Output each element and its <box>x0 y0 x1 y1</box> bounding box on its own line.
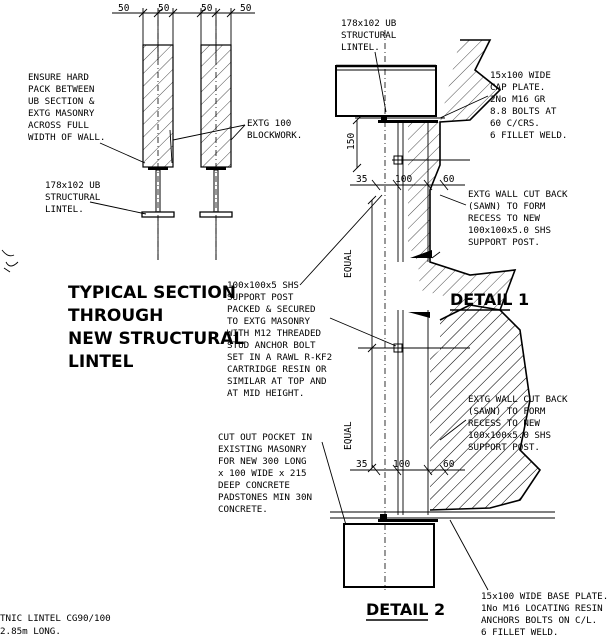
dim-150: 150 <box>346 115 362 173</box>
svg-text:DEEP CONCRETE: DEEP CONCRETE <box>218 480 290 491</box>
svg-text:100x100x5.0 SHS: 100x100x5.0 SHS <box>468 430 551 441</box>
svg-text:(SAWN) TO FORM: (SAWN) TO FORM <box>468 201 546 212</box>
svg-text:EXTG 100: EXTG 100 <box>247 118 291 129</box>
dim-50-a: 50 <box>118 3 130 14</box>
note-pocket: CUT OUT POCKET IN EXISTING MASONRY FOR N… <box>218 432 347 526</box>
svg-text:2.85m LONG.: 2.85m LONG. <box>0 626 61 637</box>
svg-text:STRUCTURAL: STRUCTURAL <box>341 30 397 41</box>
svg-text:TO EXTG MASONRY: TO EXTG MASONRY <box>227 316 310 327</box>
svg-text:SIMILAR AT TOP AND: SIMILAR AT TOP AND <box>227 376 327 387</box>
svg-text:THROUGH: THROUGH <box>68 306 163 326</box>
svg-text:100: 100 <box>395 174 412 185</box>
svg-text:1No M16 LOCATING RESIN: 1No M16 LOCATING RESIN <box>481 603 603 614</box>
svg-text:35: 35 <box>356 459 367 470</box>
note-base-plate: 15x100 WIDE BASE PLATE. 1No M16 LOCATING… <box>449 519 608 638</box>
svg-text:CARTRIDGE RESIN OR: CARTRIDGE RESIN OR <box>227 364 327 375</box>
svg-text:SUPPORT POST.: SUPPORT POST. <box>468 442 540 453</box>
svg-text:100: 100 <box>393 459 410 470</box>
base-plate <box>378 519 438 522</box>
svg-text:RECESS TO NEW: RECESS TO NEW <box>468 418 540 429</box>
svg-text:SET IN A RAWL R-KF2: SET IN A RAWL R-KF2 <box>227 352 332 363</box>
note-d2-wall: EXTG WALL CUT BACK (SAWN) TO FORM RECESS… <box>439 394 568 453</box>
svg-text:100x100x5 SHS: 100x100x5 SHS <box>227 280 299 291</box>
note-post: 100x100x5 SHS SUPPORT POST PACKED & SECU… <box>227 194 397 399</box>
note-d1-ub: 178x102 UB STRUCTURAL LINTEL. <box>341 18 397 113</box>
note-cap-plate: 15x100 WIDE CAP PLATE. 2No M16 GR 8.8 BO… <box>439 70 567 141</box>
svg-text:178x102 UB: 178x102 UB <box>341 18 397 29</box>
note-hard-pack: ENSURE HARD PACK BETWEEN UB SECTION & EX… <box>28 72 173 164</box>
ub-lintel-d1 <box>335 65 437 117</box>
svg-text:ENSURE HARD: ENSURE HARD <box>28 72 89 83</box>
svg-text:60 C/CRS.: 60 C/CRS. <box>490 118 540 129</box>
svg-text:6 FILLET WELD.: 6 FILLET WELD. <box>490 130 567 141</box>
equal-label-top: EQUAL <box>343 249 354 278</box>
svg-text:100x100x5.0 SHS: 100x100x5.0 SHS <box>468 225 551 236</box>
padstone <box>343 523 435 588</box>
cap-plate <box>378 120 438 123</box>
svg-text:EXTG WALL CUT BACK: EXTG WALL CUT BACK <box>468 189 568 200</box>
svg-text:FOR NEW 300 LONG: FOR NEW 300 LONG <box>218 456 307 467</box>
svg-text:TYPICAL SECTION: TYPICAL SECTION <box>68 283 236 303</box>
svg-text:EXISTING MASONRY: EXISTING MASONRY <box>218 444 307 455</box>
section-wall-right <box>199 20 233 260</box>
svg-text:35: 35 <box>356 174 367 185</box>
svg-text:PACK BETWEEN: PACK BETWEEN <box>28 84 94 95</box>
bottom-left-note: TNIC LINTEL CG90/100 2.85m LONG. <box>0 613 111 637</box>
svg-text:ANCHORS BOLTS ON C/L.: ANCHORS BOLTS ON C/L. <box>481 615 597 626</box>
note-d1-wall: EXTG WALL CUT BACK (SAWN) TO FORM RECESS… <box>439 189 568 248</box>
svg-text:6 FILLET WELD.: 6 FILLET WELD. <box>481 627 558 638</box>
d1-dims-row: 35 100 60 <box>350 174 465 191</box>
svg-text:TNIC LINTEL CG90/100: TNIC LINTEL CG90/100 <box>0 613 111 624</box>
detail-2-label: DETAIL 2 <box>366 600 445 619</box>
svg-text:AT MID HEIGHT.: AT MID HEIGHT. <box>227 388 304 399</box>
svg-text:SUPPORT POST: SUPPORT POST <box>227 292 294 303</box>
svg-text:CUT OUT POCKET IN: CUT OUT POCKET IN <box>218 432 312 443</box>
svg-text:WITH M12 THREADED: WITH M12 THREADED <box>227 328 321 339</box>
svg-text:SUPPORT POST.: SUPPORT POST. <box>468 237 540 248</box>
svg-text:15x100 WIDE: 15x100 WIDE <box>490 70 551 81</box>
typical-section: 50 50 50 50 ENSURE HARD <box>1 3 302 372</box>
note-blockwork: EXTG 100 BLOCKWORK. <box>172 118 302 141</box>
svg-text:60: 60 <box>443 174 455 185</box>
detail-1-label: DETAIL 1 <box>450 290 529 309</box>
svg-text:LINTEL.: LINTEL. <box>341 42 380 53</box>
svg-text:PACKED & SECURED: PACKED & SECURED <box>227 304 316 315</box>
section-title: TYPICAL SECTION THROUGH NEW STRUCTURAL L… <box>68 283 244 372</box>
svg-text:EXTG MASONRY: EXTG MASONRY <box>28 108 95 119</box>
svg-text:STRUCTURAL: STRUCTURAL <box>45 192 101 203</box>
section-wall-left <box>141 20 175 260</box>
d2-dims-row: 35 100 60 <box>350 459 465 476</box>
equal-label-bottom: EQUAL <box>343 421 354 450</box>
dim-50-c: 50 <box>201 3 213 14</box>
svg-text:150: 150 <box>346 133 357 150</box>
section-top-dimensions: 50 50 50 50 <box>112 3 255 60</box>
svg-text:15x100 WIDE BASE PLATE.: 15x100 WIDE BASE PLATE. <box>481 591 608 602</box>
svg-text:EXTG WALL CUT BACK: EXTG WALL CUT BACK <box>468 394 568 405</box>
svg-text:LINTEL.: LINTEL. <box>45 204 84 215</box>
svg-text:PADSTONES MIN 30N: PADSTONES MIN 30N <box>218 492 312 503</box>
svg-text:STUD ANCHOR BOLT: STUD ANCHOR BOLT <box>227 340 316 351</box>
svg-text:CONCRETE.: CONCRETE. <box>218 504 268 515</box>
svg-text:CAP PLATE.: CAP PLATE. <box>490 82 545 93</box>
svg-text:LINTEL: LINTEL <box>68 352 134 372</box>
svg-text:UB SECTION &: UB SECTION & <box>28 96 95 107</box>
svg-text:(SAWN) TO FORM: (SAWN) TO FORM <box>468 406 546 417</box>
svg-text:8.8 BOLTS AT: 8.8 BOLTS AT <box>490 106 557 117</box>
svg-text:BLOCKWORK.: BLOCKWORK. <box>247 130 302 141</box>
svg-text:2No M16 GR: 2No M16 GR <box>490 94 546 105</box>
svg-text:ACROSS FULL: ACROSS FULL <box>28 120 89 131</box>
svg-text:178x102 UB: 178x102 UB <box>45 180 101 191</box>
svg-text:NEW STRUCTURAL: NEW STRUCTURAL <box>68 329 244 349</box>
note-section-ub: 178x102 UB STRUCTURAL LINTEL. <box>45 180 147 215</box>
svg-text:RECESS TO NEW: RECESS TO NEW <box>468 213 540 224</box>
dim-50-d: 50 <box>240 3 252 14</box>
svg-text:x 100 WIDE x 215: x 100 WIDE x 215 <box>218 468 307 479</box>
svg-text:WIDTH OF WALL.: WIDTH OF WALL. <box>28 132 105 143</box>
detail-2: 35 100 60 EXTG WALL CUT BACK (SAWN) TO F… <box>330 304 608 638</box>
dim-50-b: 50 <box>158 3 170 14</box>
svg-text:60: 60 <box>443 459 455 470</box>
